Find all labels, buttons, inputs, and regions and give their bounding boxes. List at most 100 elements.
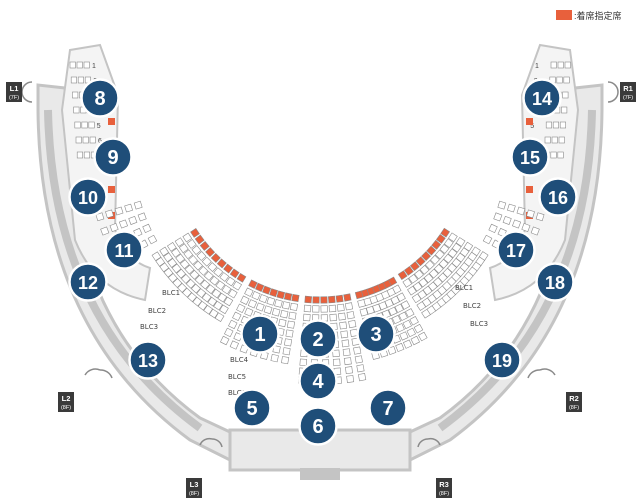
seat [407, 285, 417, 296]
seat [304, 295, 312, 304]
seat [358, 373, 367, 382]
seat [526, 209, 535, 219]
seat [280, 309, 289, 319]
seat [198, 265, 209, 276]
block-marker-17[interactable]: 17 [496, 230, 536, 270]
seat [187, 292, 198, 303]
seat [223, 263, 234, 274]
block-number: 6 [312, 416, 323, 438]
seat [408, 273, 419, 284]
seat [328, 295, 336, 304]
seat [184, 264, 195, 275]
seat [433, 263, 444, 274]
seat [339, 321, 348, 330]
exit-floor: (8F) [569, 405, 579, 411]
seat [346, 375, 355, 383]
block-marker-11[interactable]: 11 [104, 230, 144, 270]
seat [396, 292, 406, 302]
block-marker-8[interactable]: 8 [80, 78, 120, 118]
row-label: BLC5 [228, 373, 246, 381]
seat [188, 255, 198, 265]
seat [448, 232, 458, 243]
seat [179, 259, 190, 270]
seat [328, 304, 337, 313]
seat [497, 200, 507, 210]
seat [236, 303, 246, 314]
seat [409, 316, 419, 326]
seat [163, 252, 173, 263]
seat [512, 219, 522, 229]
seat [530, 226, 540, 236]
seat [440, 227, 451, 238]
seat [205, 284, 216, 295]
seat [354, 355, 363, 364]
balcony-seat [558, 136, 565, 144]
seat [191, 245, 202, 255]
block-number: 5 [246, 398, 257, 420]
seat [346, 311, 355, 320]
balcony-seat [552, 121, 560, 129]
block-marker-1[interactable]: 1 [240, 314, 280, 354]
seat [247, 299, 258, 309]
seat [424, 260, 435, 270]
seat [303, 313, 311, 322]
block-marker-6[interactable]: 6 [298, 406, 338, 446]
seat [244, 287, 254, 297]
block-marker-10[interactable]: 10 [68, 177, 108, 217]
exit-name: L3 [190, 480, 199, 489]
block-marker-19[interactable]: 19 [482, 340, 522, 380]
block-marker-16[interactable]: 16 [538, 177, 578, 217]
seat [535, 212, 545, 222]
reserved-seat [108, 118, 115, 125]
seat [190, 283, 201, 294]
block-marker-3[interactable]: 3 [356, 314, 396, 354]
block-number: 17 [506, 241, 526, 261]
seat [251, 290, 261, 301]
balcony-seat [550, 151, 557, 159]
seat [174, 237, 185, 248]
exit-name: L1 [10, 84, 19, 93]
seat [395, 342, 405, 353]
block-number: 4 [312, 371, 324, 393]
seat [340, 330, 349, 339]
seat [266, 296, 276, 306]
block-number: 7 [382, 398, 393, 420]
block-marker-4[interactable]: 4 [298, 361, 338, 401]
seat [353, 346, 362, 355]
block-number: 8 [94, 88, 105, 110]
block-marker-15[interactable]: 15 [510, 137, 550, 177]
exit-floor: (8F) [189, 491, 199, 497]
block-marker-13[interactable]: 13 [128, 340, 168, 380]
seat [272, 345, 281, 354]
seat [137, 212, 147, 222]
row-label: BLC1 [162, 289, 180, 297]
seat [415, 256, 426, 267]
seat [502, 215, 512, 225]
block-marker-7[interactable]: 7 [368, 388, 408, 428]
seat [183, 249, 194, 260]
block-marker-18[interactable]: 18 [535, 262, 575, 302]
block-marker-5[interactable]: 5 [232, 388, 272, 428]
seat [455, 237, 466, 247]
seat [210, 252, 221, 263]
block-marker-9[interactable]: 9 [93, 137, 133, 177]
seat [208, 308, 219, 319]
seat [439, 244, 450, 254]
block-marker-12[interactable]: 12 [68, 262, 108, 302]
block-marker-2[interactable]: 2 [298, 319, 338, 359]
seat [223, 296, 234, 307]
seat [299, 358, 308, 367]
seat [447, 248, 458, 259]
seat [291, 293, 300, 302]
balcony-seat [557, 61, 564, 69]
seat [303, 304, 312, 313]
balcony-row-label: 5 [530, 123, 534, 130]
seat [312, 305, 320, 313]
block-marker-14[interactable]: 14 [522, 78, 562, 118]
seat [213, 267, 224, 278]
seat [344, 302, 354, 311]
seat [434, 249, 445, 260]
seat [365, 305, 375, 315]
seat [418, 331, 428, 342]
